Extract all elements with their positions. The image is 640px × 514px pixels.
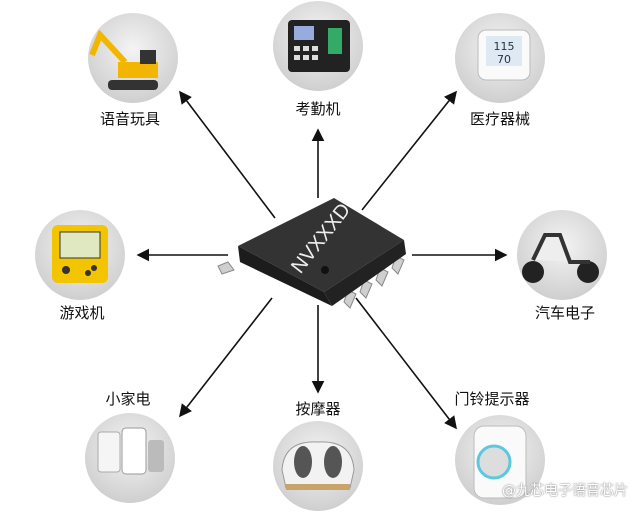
label-appliance: 小家电 (105, 390, 151, 408)
handheld-game-icon (35, 210, 125, 300)
arrows (136, 90, 508, 430)
svg-text:70: 70 (497, 53, 511, 66)
arrow-toy (179, 90, 276, 219)
arrow-doorbell (355, 297, 457, 430)
svg-text:115: 115 (494, 40, 515, 53)
electric-scooter-icon (517, 210, 607, 300)
doorbell-icon (455, 415, 545, 505)
arrow-appliance (179, 297, 273, 418)
label-car: 汽车电子 (534, 304, 596, 322)
voice-chip: NVXXXD (217, 198, 406, 309)
label-attendance: 考勤机 (295, 100, 341, 118)
label-medical: 医疗器械 (469, 110, 531, 128)
home-appliance-icon (85, 413, 175, 503)
arrow-medical (361, 90, 457, 211)
label-doorbell: 门铃提示器 (454, 390, 530, 408)
excavator-toy-icon (88, 13, 178, 103)
watermark: @九芯电子语音芯片 (502, 483, 628, 499)
foot-massager-icon (273, 421, 363, 511)
attendance-machine-icon (273, 1, 363, 91)
label-massager: 按摩器 (295, 400, 341, 418)
label-game: 游戏机 (59, 304, 105, 322)
label-voice-toy: 语音玩具 (99, 110, 161, 128)
